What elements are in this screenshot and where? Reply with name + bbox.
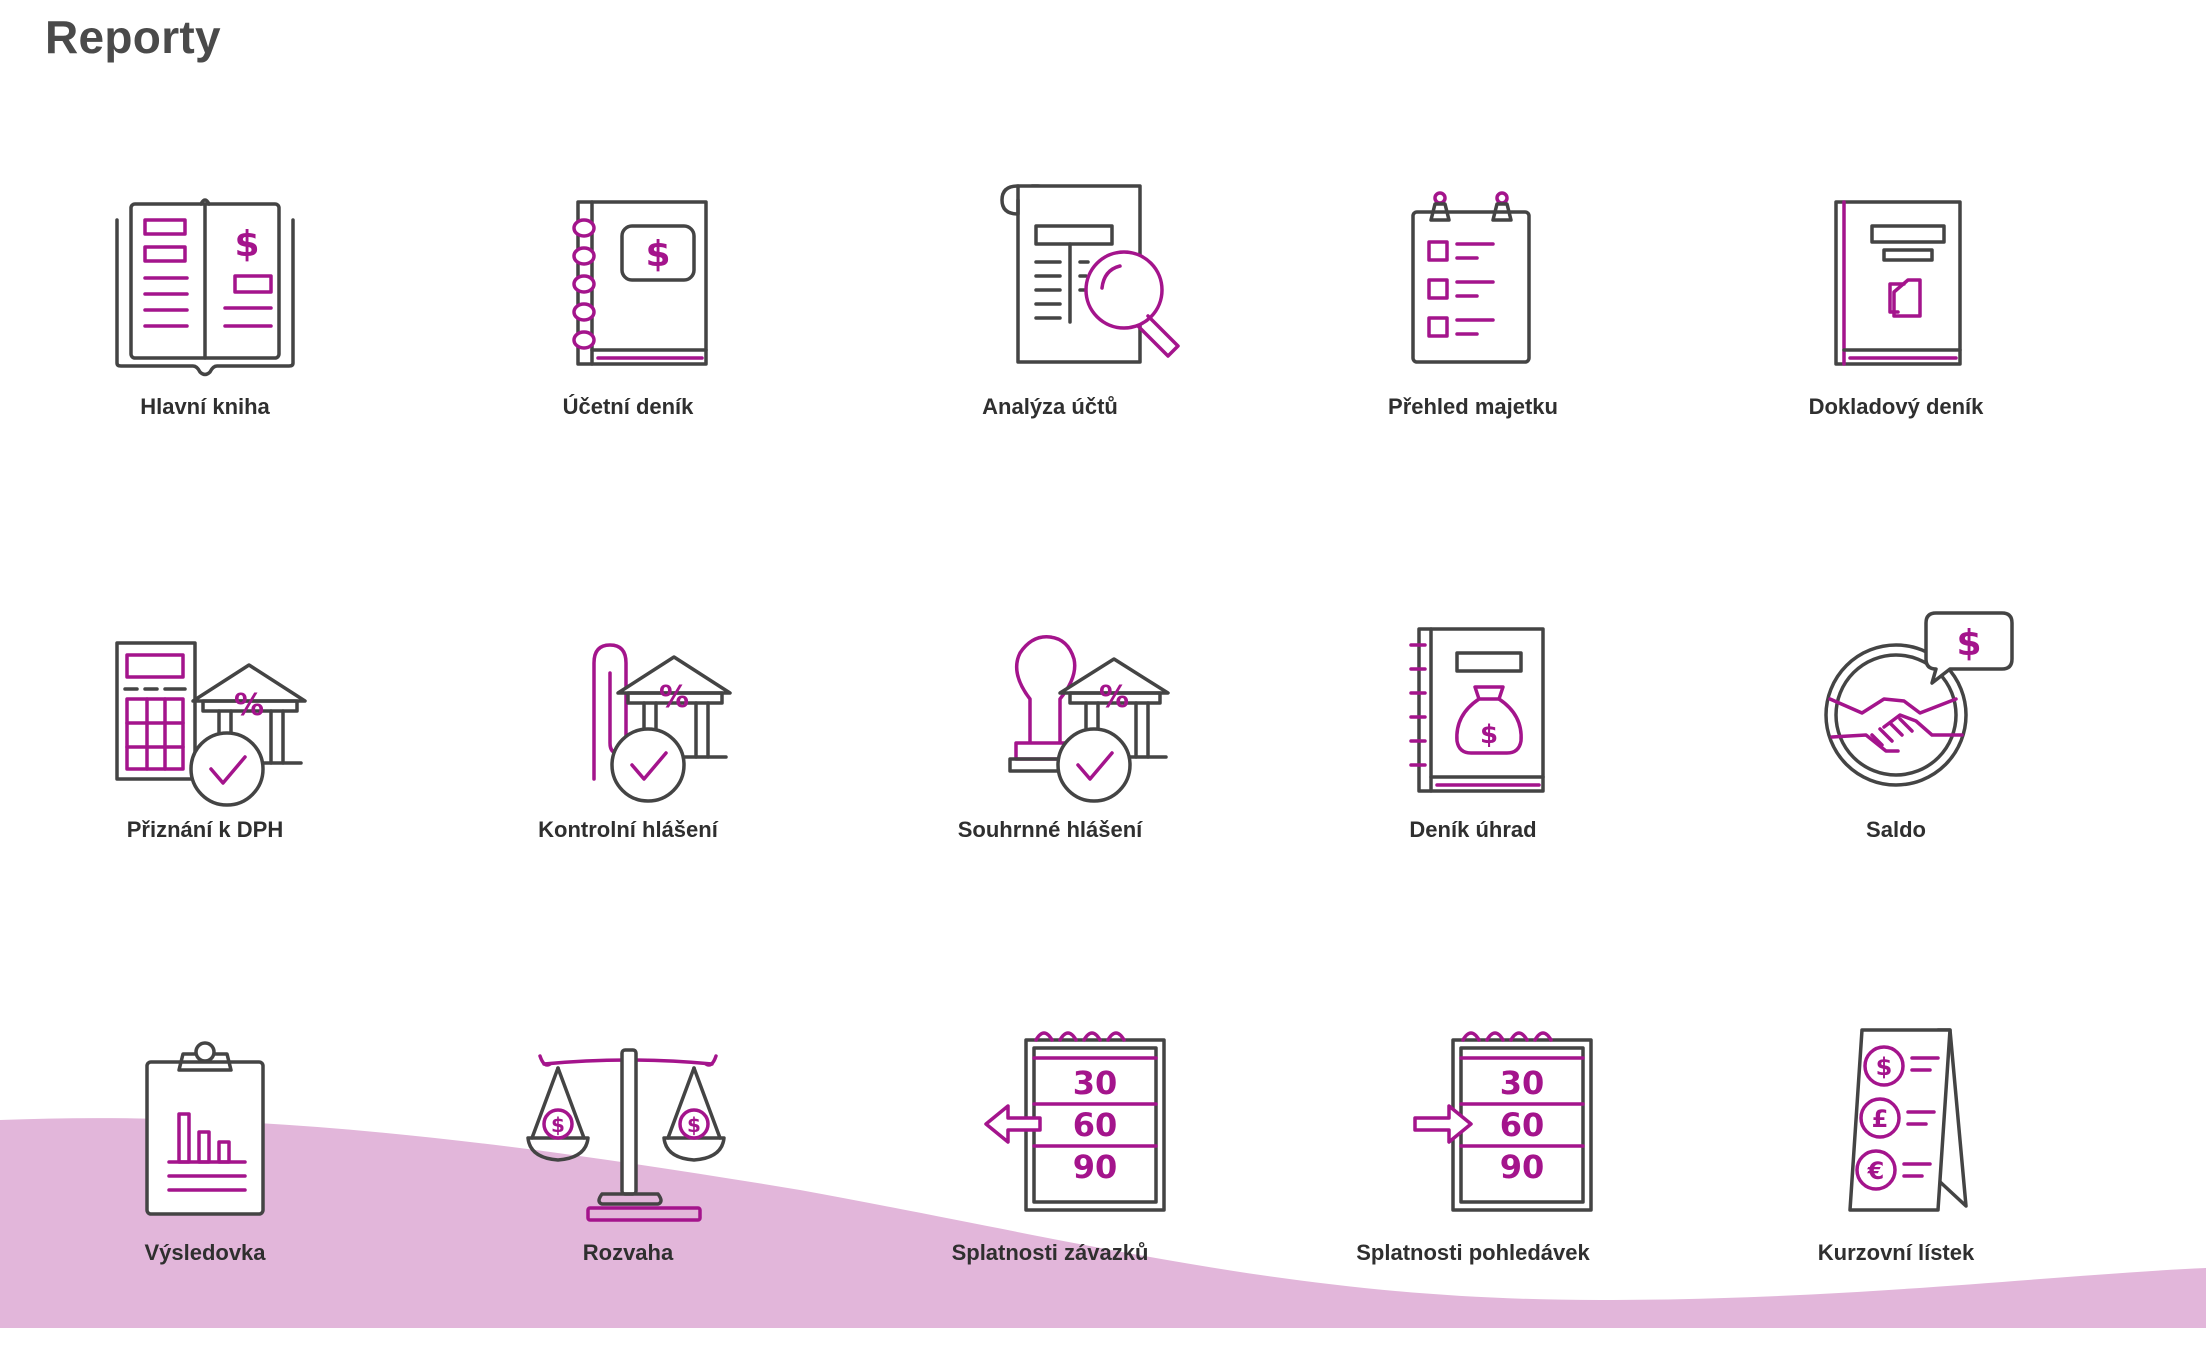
report-tile-souhrnne-hlaseni[interactable]: % Souhrnné hlášení [830,603,1270,923]
report-label: Deník úhrad [1409,817,1537,842]
due-90-days: 90 [1073,1148,1118,1186]
report-label: Kurzovní lístek [1817,1240,1975,1265]
calendar-arrow-right-icon: 30 60 90 [1413,1031,1593,1212]
ledger-book-icon: $ [115,198,295,377]
paperclip-bank-check-icon: % [592,643,732,803]
report-tile-hlavni-kniha[interactable]: $ Hlavní kniha [0,180,425,500]
stamp-bank-check-icon: % [1008,635,1170,803]
report-label: Splatnosti závazků [951,1240,1149,1265]
due-60-days: 60 [1073,1106,1118,1144]
svg-text:%: % [1099,680,1129,715]
report-tile-dokladovy-denik[interactable]: Dokladový deník [1676,180,2116,500]
svg-text:$: $ [1956,623,1981,664]
svg-text:%: % [659,680,689,715]
report-label: Splatnosti pohledávek [1356,1240,1590,1265]
report-tile-splatnosti-zavazku[interactable]: 30 60 90 Splatnosti závazků [830,1026,1270,1346]
report-tile-splatnosti-pohledavek[interactable]: 30 60 90 Splatnosti pohledávek [1253,1026,1693,1346]
document-magnifier-icon [1000,184,1180,364]
report-label: Kontrolní hlášení [538,817,718,842]
svg-text:$: $ [687,1113,701,1137]
handshake-speech-dollar-icon: $ [1824,611,2014,787]
document-book-icon [1834,200,1962,366]
due-60-days: 60 [1500,1106,1545,1144]
report-label: Přehled majetku [1388,394,1558,419]
report-tile-priznani-k-dph[interactable]: % Přiznání k DPH [0,603,425,923]
report-label: Hlavní kniha [140,394,270,419]
report-tile-ucetni-denik[interactable]: $ Účetní deník [408,180,848,500]
svg-text:$: $ [645,234,670,275]
calculator-bank-check-icon: % [115,641,307,807]
report-label: Dokladový deník [1808,394,1984,419]
report-label: Účetní deník [562,394,694,419]
report-tile-kontrolni-hlaseni[interactable]: % Kontrolní hlášení [408,603,848,923]
report-label: Rozvaha [582,1240,674,1265]
checklist-clipboard-icon [1411,191,1531,364]
spiral-notebook-dollar-icon: $ [572,200,708,366]
calendar-arrow-left-icon: 30 60 90 [984,1031,1166,1212]
report-tile-vysledovka[interactable]: Výsledovka [0,1026,425,1346]
balance-scale-icon: $ $ [526,1048,726,1222]
report-tile-denik-uhrad[interactable]: $ Deník úhrad [1253,603,1693,923]
due-30-days: 30 [1073,1064,1118,1102]
report-label: Přiznání k DPH [126,817,284,842]
notebook-money-bag-icon: $ [1409,627,1545,793]
currency-pound-symbol: £ [1872,1105,1889,1133]
svg-text:$: $ [234,224,259,265]
svg-text:$: $ [551,1113,565,1137]
report-tile-prehled-majetku[interactable]: Přehled majetku [1253,180,1693,500]
svg-text:%: % [234,688,264,723]
report-label: Souhrnné hlášení [957,817,1143,842]
report-label: Výsledovka [144,1240,266,1265]
clipboard-bar-chart-icon [145,1041,265,1216]
report-label: Analýza účtů [982,394,1118,419]
report-tile-rozvaha[interactable]: $ $ Rozvaha [408,1026,848,1346]
due-30-days: 30 [1500,1064,1545,1102]
report-tile-analyza-uctu[interactable]: Analýza účtů [830,180,1270,500]
due-90-days: 90 [1500,1148,1545,1186]
svg-text:$: $ [1480,720,1498,750]
report-label: Saldo [1866,817,1926,842]
currency-dollar-symbol: $ [1876,1053,1893,1081]
report-tile-saldo[interactable]: $ Saldo [1676,603,2116,923]
report-tile-kurzovni-listek[interactable]: $ £ € Kurzovní lístek [1676,1026,2116,1346]
page-title: Reporty [45,11,221,63]
currency-rates-stand-icon: $ £ € [1848,1028,1968,1212]
currency-euro-symbol: € [1867,1157,1885,1185]
